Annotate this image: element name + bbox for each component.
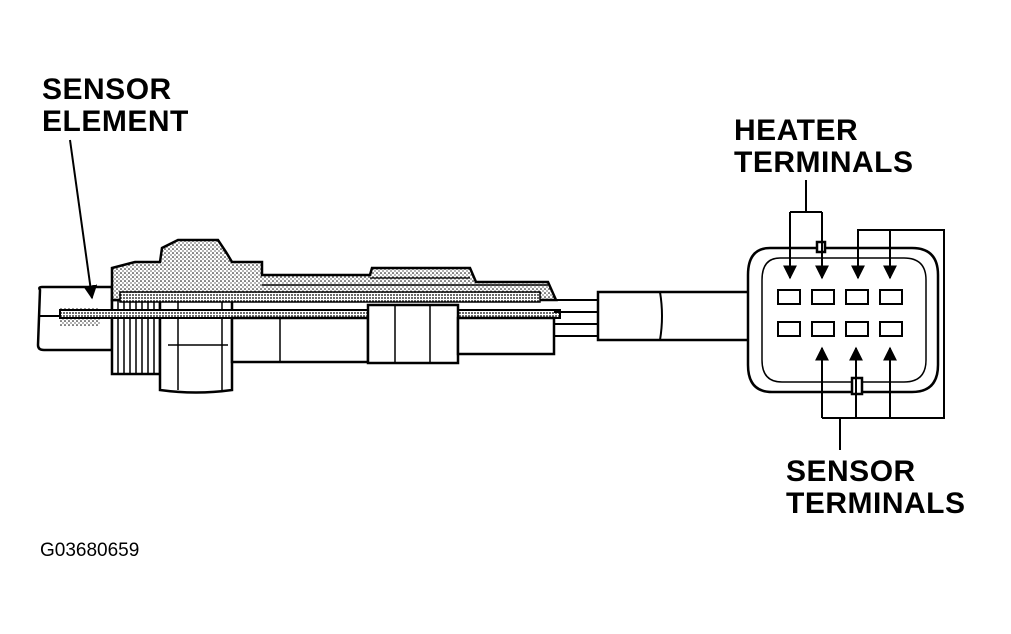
body-sleeve — [230, 303, 556, 365]
sensor-element-label-line2: ELEMENT — [42, 105, 189, 138]
cable-sheath — [596, 290, 757, 342]
sensor-terminal-leaders — [815, 346, 897, 450]
wire-leads — [554, 299, 598, 337]
terminal-bracket-frame — [862, 229, 945, 419]
figure-code: G03680659 — [40, 540, 140, 561]
sensor-terminals-label-line1: SENSOR — [786, 455, 916, 488]
sensor-element-label-line1: SENSOR — [42, 73, 172, 106]
connector-housing — [746, 240, 940, 396]
heater-leaders — [783, 180, 897, 280]
sensor-terminals-label: SENSOR TERMINALS — [786, 456, 966, 520]
sensor-element-leader — [69, 139, 98, 300]
heater-terminals-label-line2: TERMINALS — [734, 146, 914, 179]
cutaway-housing — [110, 238, 558, 303]
sensor-element-label: SENSOR ELEMENT — [42, 74, 189, 138]
connector-terminals — [777, 289, 903, 337]
heater-terminals-label: HEATER TERMINALS — [734, 115, 914, 179]
sensor-terminals-label-line2: TERMINALS — [786, 487, 966, 520]
heater-terminals-label-line1: HEATER — [734, 114, 859, 147]
